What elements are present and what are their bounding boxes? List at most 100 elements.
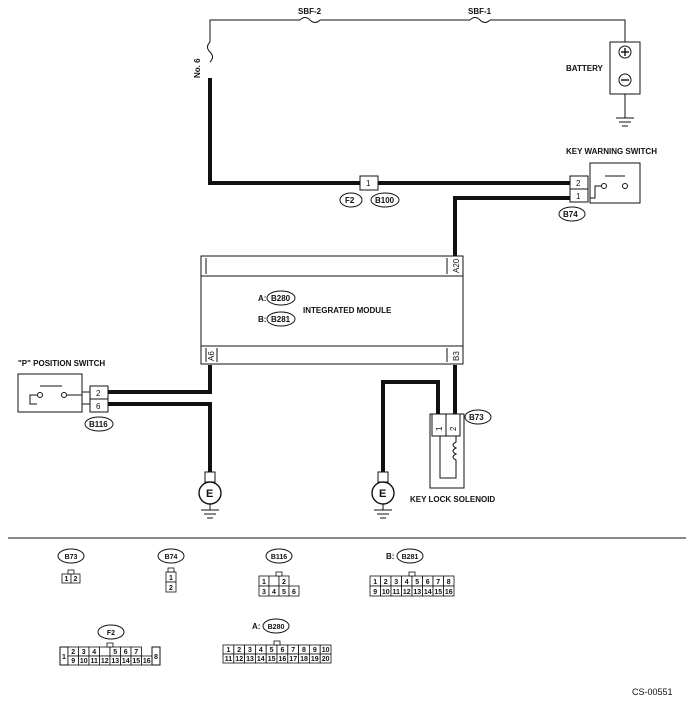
connector-view-b280-cell: 6	[280, 647, 284, 654]
connector-view-b280-cell: 12	[235, 656, 243, 663]
connector-view-f2-cell: 15	[132, 658, 140, 665]
connector-view-f2-cell: 9	[71, 658, 75, 665]
connector-view-b280-cell: 2	[237, 647, 241, 654]
connector-view-b281-cell: 2	[384, 579, 388, 586]
connector-view-f2-cell: 14	[122, 658, 130, 665]
connector-view-b281-cell: 6	[426, 579, 430, 586]
connector-view-f2-cell: 12	[101, 658, 109, 665]
connector-view-b280-cell: 20	[322, 656, 330, 663]
connector-view-b116-cell: 4	[272, 589, 276, 596]
connector-view-b281-cell: 9	[373, 589, 377, 596]
connector-view-b280-id: B280	[268, 624, 285, 631]
badge-f2-text: F2	[345, 196, 355, 205]
badge-b100-text: B100	[375, 196, 395, 205]
key-lock-solenoid-label: KEY LOCK SOLENOID	[410, 495, 495, 504]
p-position-switch-label: "P" POSITION SWITCH	[18, 359, 105, 368]
key-warning-switch-box	[589, 162, 641, 204]
figure-code: CS-00551	[632, 687, 673, 697]
module-pin-b3: B3	[452, 351, 461, 361]
connector-view-f2-id: F2	[107, 630, 115, 637]
b73-pin-2: 2	[449, 426, 458, 431]
connector-view-b74-id: B74	[165, 554, 178, 561]
connector-view-b281-cell: 4	[405, 579, 409, 586]
connector-view-b281-cell: 3	[394, 579, 398, 586]
connector-view-b116-cell: 1	[262, 579, 266, 586]
connector-view-b281-cell: 16	[445, 589, 453, 596]
connector-view-b74-cell: 2	[169, 585, 173, 592]
badge-f2	[339, 192, 363, 208]
badge-b100	[370, 192, 400, 208]
connector-view-b281-badge	[396, 548, 424, 564]
key-warning-switch-label: KEY WARNING SWITCH	[566, 147, 657, 156]
connector-view-b280-cell: 7	[291, 647, 295, 654]
connector-view-b281-cell: 11	[393, 589, 401, 596]
connector-view-b280-cell: 13	[246, 656, 254, 663]
connector-view-b280-cell: 11	[225, 656, 233, 663]
connector-view-b74: B74 1 2	[157, 548, 185, 593]
connector-view-f2-cell: 7	[134, 649, 138, 656]
f2-pin-1: 1	[366, 179, 371, 188]
connector-view-b280-cell: 1	[226, 647, 230, 654]
fuse-no6-label: No. 6	[193, 58, 202, 78]
connector-view-f2-cell: 4	[92, 649, 96, 656]
connector-view-b280-cell: 19	[311, 656, 319, 663]
connector-view-b280-cell: 14	[257, 656, 265, 663]
connector-view-b281-cell: 1	[373, 579, 377, 586]
connector-view-b74-cell: 1	[169, 575, 173, 582]
badge-b74	[558, 206, 586, 222]
badge-b281-text: B281	[271, 315, 291, 324]
power-supply-wires	[207, 17, 626, 63]
connector-view-b281-cell: 10	[382, 589, 390, 596]
connector-view-b281-prefix: B:	[386, 552, 394, 561]
battery-label: BATTERY	[566, 64, 604, 73]
connector-view-b116-id: B116	[271, 554, 287, 561]
connector-view-b280-cell: 17	[289, 656, 297, 663]
connector-view-b281-cell: 5	[415, 579, 419, 586]
fuse-sbf2-label: SBF-2	[298, 7, 322, 16]
connector-view-b74-badge	[157, 548, 185, 564]
connector-view-b281-cell: 12	[403, 589, 411, 596]
connector-view-f2-cell: 2	[71, 649, 75, 656]
b73-pin-1: 1	[435, 426, 444, 431]
fuse-sbf2-symbol	[299, 17, 321, 23]
connector-view-f2-cell: 10	[80, 658, 88, 665]
connector-view-b280-cell: 18	[300, 656, 308, 663]
connector-view-b280-cell: 5	[270, 647, 274, 654]
integrated-module-label: INTEGRATED MODULE	[303, 306, 392, 315]
fuse-sbf1-label: SBF-1	[468, 7, 492, 16]
badge-b73	[464, 409, 492, 425]
b74-pin-2: 2	[576, 179, 581, 188]
solenoid-coil-symbol	[439, 436, 458, 479]
harness-wires	[108, 78, 570, 472]
connector-view-b73-cell: 2	[74, 576, 78, 583]
connector-view-b280-prefix: A:	[252, 622, 260, 631]
connector-view-b280-cell: 3	[248, 647, 252, 654]
module-b-prefix: B:	[258, 315, 266, 324]
connector-view-b280-badge	[262, 618, 290, 634]
badge-b116-text: B116	[89, 420, 108, 429]
connector-view-b280-cell: 10	[322, 647, 330, 654]
connector-view-b73-cell: 1	[65, 576, 69, 583]
badge-b116	[84, 416, 114, 432]
connector-view-f2-cell: 6	[124, 649, 128, 656]
connector-view-b280-cell: 8	[302, 647, 306, 654]
connector-view-f2-badge	[97, 624, 125, 640]
connector-view-b281-cell: 15	[434, 589, 442, 596]
battery-symbol	[609, 41, 641, 127]
connector-view-b73-id: B73	[65, 554, 78, 561]
connector-view-b281-cell: 7	[436, 579, 440, 586]
connector-view-b116-cell: 6	[292, 589, 296, 596]
badge-b73-text: B73	[469, 413, 484, 422]
connector-view-b280-cell: 15	[268, 656, 276, 663]
connector-view-b281-cell: 14	[424, 589, 432, 596]
module-pin-a6: A6	[207, 351, 216, 361]
connector-view-f2-cell: 11	[91, 658, 99, 665]
connector-view-f2-cell: 5	[113, 649, 117, 656]
connector-view-b116-cell: 5	[282, 589, 286, 596]
connector-view-f2-cell: 8	[154, 654, 158, 661]
